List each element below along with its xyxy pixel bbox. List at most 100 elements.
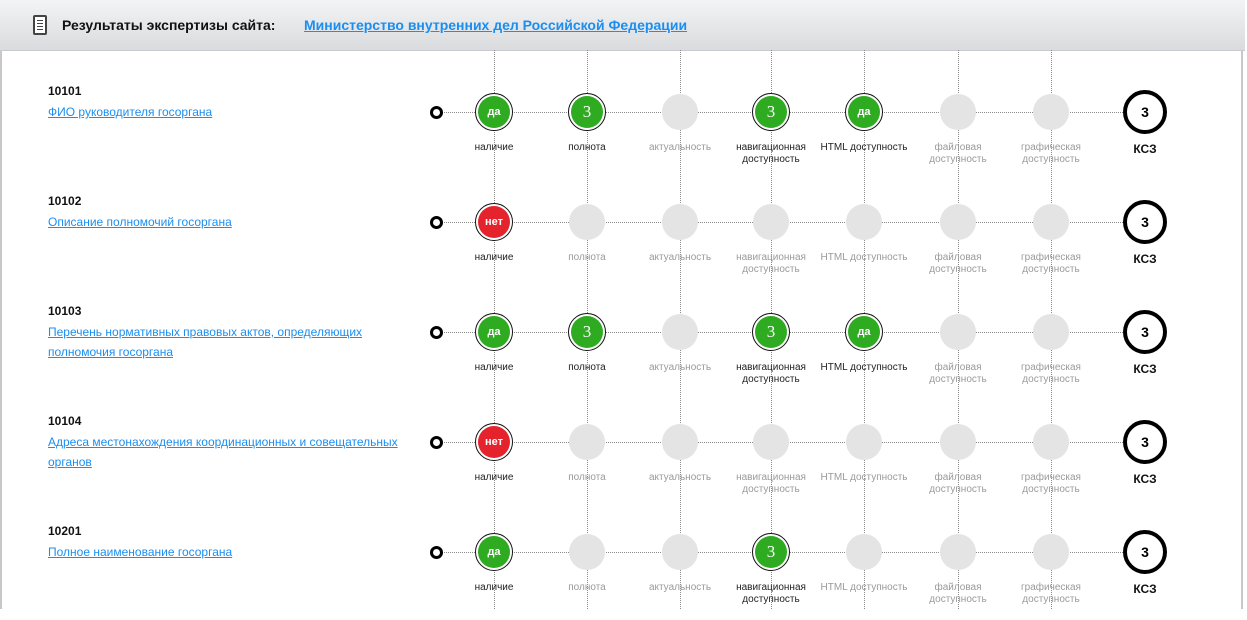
- criterion-value: нет: [478, 426, 510, 458]
- criterion-value: 3: [755, 316, 787, 348]
- item-code: 10104: [48, 414, 82, 428]
- criterion-value: да: [848, 316, 880, 348]
- criterion-label: HTML доступность: [820, 582, 908, 593]
- criterion-node-green[interactable]: 3: [752, 533, 790, 571]
- item-title-link[interactable]: ФИО руководителя госоргана: [48, 105, 213, 119]
- criterion-node-green[interactable]: 3: [568, 313, 606, 351]
- criterion-node-green[interactable]: 3: [752, 313, 790, 351]
- criterion-label: навигационная доступность: [736, 472, 806, 495]
- criterion-node-green[interactable]: да: [475, 313, 513, 351]
- criterion-label: актуальность: [648, 472, 712, 483]
- start-point-icon: [430, 436, 443, 449]
- ksz-label: КСЗ: [1133, 472, 1157, 486]
- criterion-label: графическая доступность: [1021, 472, 1081, 495]
- result-row: 10102 Описание полномочий госоргана нет …: [0, 180, 1243, 290]
- criterion-node-empty[interactable]: [662, 204, 698, 240]
- criterion-value: нет: [478, 206, 510, 238]
- ksz-label: КСЗ: [1133, 252, 1157, 266]
- criterion-label: файловая доступность: [929, 142, 987, 165]
- criterion-node-red[interactable]: нет: [475, 203, 513, 241]
- criterion-node-empty[interactable]: [1033, 314, 1069, 350]
- criterion-label: полнота: [568, 582, 606, 593]
- criterion-node-green[interactable]: да: [845, 93, 883, 131]
- organization-link[interactable]: Министерство внутренних дел Российской Ф…: [304, 17, 688, 33]
- criterion-label: навигационная доступность: [736, 142, 806, 165]
- criterion-label: навигационная доступность: [736, 582, 806, 605]
- criterion-node-empty[interactable]: [662, 534, 698, 570]
- criterion-node-empty[interactable]: [846, 534, 882, 570]
- result-row: 10104 Адреса местонахождения координацио…: [0, 400, 1243, 510]
- criterion-label: наличие: [474, 362, 514, 373]
- ksz-label: КСЗ: [1133, 142, 1157, 156]
- ksz-score[interactable]: 3: [1123, 420, 1167, 464]
- result-row: 10103 Перечень нормативных правовых акто…: [0, 290, 1243, 400]
- item-code: 10103: [48, 304, 82, 318]
- criterion-node-empty[interactable]: [753, 204, 789, 240]
- criterion-node-empty[interactable]: [569, 424, 605, 460]
- item-title-link[interactable]: Полное наименование госоргана: [48, 545, 233, 559]
- item-code: 10201: [48, 524, 82, 538]
- item-title-link[interactable]: Адреса местонахождения координационных и…: [48, 435, 398, 469]
- item-title-link[interactable]: Перечень нормативных правовых актов, опр…: [48, 325, 363, 359]
- start-point-icon: [430, 216, 443, 229]
- item-title-link[interactable]: Описание полномочий госоргана: [48, 215, 232, 229]
- result-row: 10101 ФИО руководителя госоргана да нали…: [0, 70, 1243, 180]
- item-code: 10101: [48, 84, 82, 98]
- criterion-node-green[interactable]: да: [475, 93, 513, 131]
- criterion-label: актуальность: [648, 142, 712, 153]
- criterion-label: полнота: [568, 472, 606, 483]
- ksz-score[interactable]: 3: [1123, 310, 1167, 354]
- criterion-label: графическая доступность: [1021, 142, 1081, 165]
- criterion-node-red[interactable]: нет: [475, 423, 513, 461]
- criterion-node-empty[interactable]: [940, 534, 976, 570]
- criterion-node-empty[interactable]: [1033, 424, 1069, 460]
- criterion-node-empty[interactable]: [662, 314, 698, 350]
- criterion-node-empty[interactable]: [940, 314, 976, 350]
- criterion-value: да: [478, 96, 510, 128]
- criterion-node-empty[interactable]: [662, 424, 698, 460]
- criterion-node-green[interactable]: 3: [568, 93, 606, 131]
- criterion-label: полнота: [568, 252, 606, 263]
- criterion-node-empty[interactable]: [753, 424, 789, 460]
- criterion-node-green[interactable]: 3: [752, 93, 790, 131]
- criterion-label: файловая доступность: [929, 582, 987, 605]
- criterion-node-empty[interactable]: [1033, 534, 1069, 570]
- criterion-label: HTML доступность: [820, 142, 908, 153]
- criterion-node-green[interactable]: да: [845, 313, 883, 351]
- criterion-node-empty[interactable]: [940, 94, 976, 130]
- criterion-label: файловая доступность: [929, 472, 987, 495]
- criterion-label: графическая доступность: [1021, 362, 1081, 385]
- criterion-label: навигационная доступность: [736, 362, 806, 385]
- start-point-icon: [430, 546, 443, 559]
- criterion-label: HTML доступность: [820, 472, 908, 483]
- criterion-node-empty[interactable]: [940, 424, 976, 460]
- criterion-node-empty[interactable]: [940, 204, 976, 240]
- page-header: Результаты экспертизы сайта: Министерств…: [0, 0, 1245, 51]
- ksz-score[interactable]: 3: [1123, 200, 1167, 244]
- criterion-label: HTML доступность: [820, 252, 908, 263]
- criterion-node-empty[interactable]: [846, 204, 882, 240]
- criterion-value: да: [478, 536, 510, 568]
- criterion-label: наличие: [474, 582, 514, 593]
- criterion-value: да: [848, 96, 880, 128]
- criterion-node-empty[interactable]: [846, 424, 882, 460]
- ksz-score[interactable]: 3: [1123, 530, 1167, 574]
- criterion-label: полнота: [568, 142, 606, 153]
- criterion-value: 3: [571, 96, 603, 128]
- criterion-label: наличие: [474, 142, 514, 153]
- criterion-node-empty[interactable]: [569, 534, 605, 570]
- start-point-icon: [430, 106, 443, 119]
- start-point-icon: [430, 326, 443, 339]
- ksz-score[interactable]: 3: [1123, 90, 1167, 134]
- criterion-label: навигационная доступность: [736, 252, 806, 275]
- criterion-node-empty[interactable]: [662, 94, 698, 130]
- item-code: 10102: [48, 194, 82, 208]
- criterion-value: 3: [571, 316, 603, 348]
- criterion-node-empty[interactable]: [569, 204, 605, 240]
- criterion-label: актуальность: [648, 362, 712, 373]
- criterion-node-empty[interactable]: [1033, 204, 1069, 240]
- criterion-node-empty[interactable]: [1033, 94, 1069, 130]
- ksz-label: КСЗ: [1133, 362, 1157, 376]
- criterion-value: 3: [755, 536, 787, 568]
- criterion-node-green[interactable]: да: [475, 533, 513, 571]
